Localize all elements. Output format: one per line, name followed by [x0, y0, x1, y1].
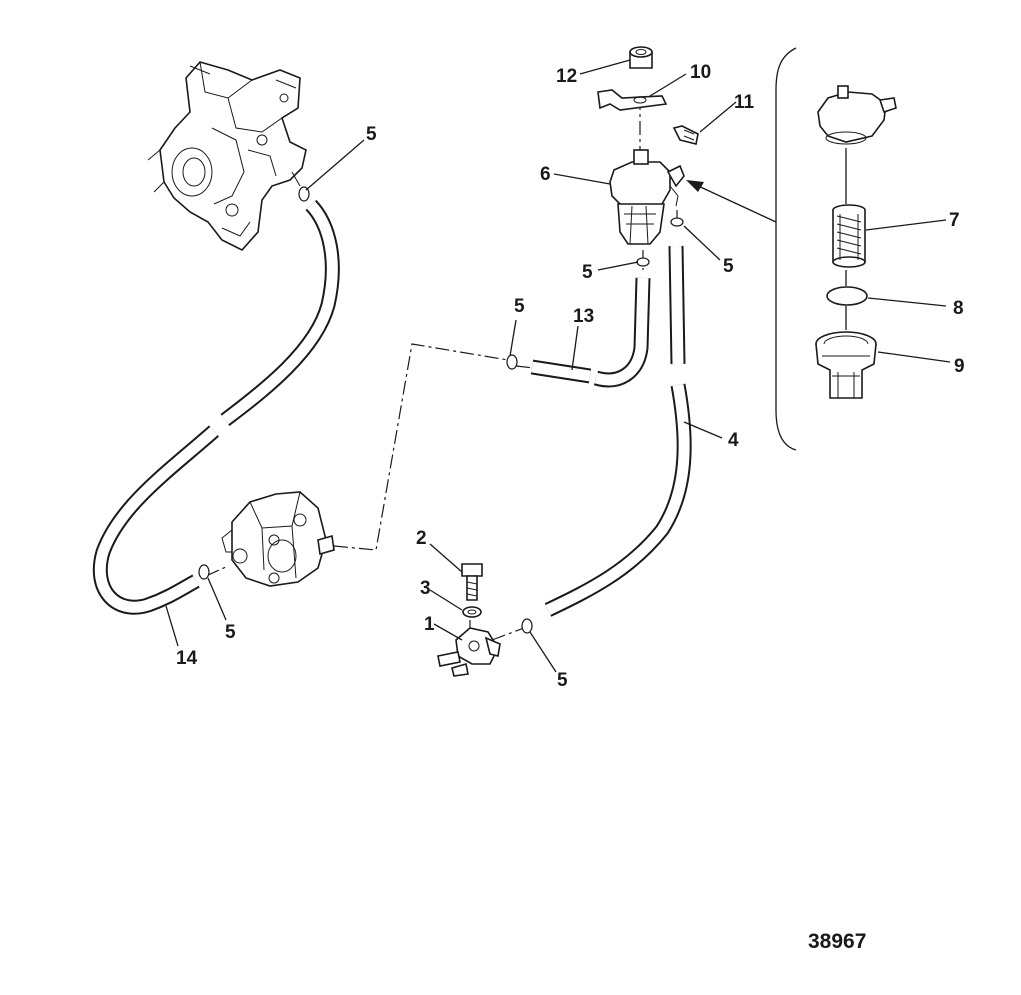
filter-bowl-9 — [815, 331, 877, 399]
screw-2 — [461, 563, 483, 601]
carburetor — [147, 61, 307, 251]
connection-line-hose-to-pump — [205, 565, 229, 577]
callout-12: 12 — [556, 66, 577, 87]
hose-13 — [530, 277, 651, 388]
detail-reference-arrow — [686, 180, 777, 223]
callout-2: 2 — [416, 528, 427, 549]
connection-line-hose-13 — [515, 365, 535, 369]
callout-4: 4 — [728, 430, 739, 451]
callout-9: 9 — [954, 356, 965, 377]
callout-5-pump: 5 — [225, 622, 236, 643]
callout-14: 14 — [176, 648, 198, 669]
grommet-12 — [629, 46, 653, 69]
callout-5-filter-outlet: 5 — [582, 262, 593, 283]
screw-11 — [672, 125, 699, 145]
hose-4 — [544, 245, 692, 617]
filter-detail-bracket — [775, 47, 797, 451]
callout-13: 13 — [573, 306, 594, 327]
hose-clamps — [198, 186, 684, 634]
fuel-filter — [609, 149, 685, 245]
washer-3 — [462, 606, 482, 618]
callout-3: 3 — [420, 578, 431, 599]
callout-10: 10 — [690, 62, 711, 83]
fuel-pump — [221, 491, 335, 587]
filter-cap — [817, 85, 897, 145]
bracket-10 — [597, 89, 668, 111]
figure-number: 38967 — [808, 930, 866, 953]
hose-14 — [92, 199, 340, 615]
callout-5-filter-inlet: 5 — [723, 256, 734, 277]
filter-element-7 — [832, 204, 866, 268]
callout-6: 6 — [540, 164, 551, 185]
callout-5-hose-13: 5 — [514, 296, 525, 317]
o-ring-8 — [826, 286, 868, 306]
callout-5-carburetor: 5 — [366, 124, 377, 145]
callout-7: 7 — [949, 210, 960, 231]
connection-line-pump-to-hose-13 — [333, 343, 509, 551]
leader-lines — [165, 59, 951, 673]
fuel-fitting-1 — [437, 627, 501, 677]
callout-8: 8 — [953, 298, 964, 319]
callout-5-fitting: 5 — [557, 670, 568, 691]
connection-line-fitting-hose — [491, 627, 525, 641]
callout-11: 11 — [734, 92, 755, 113]
callout-1: 1 — [424, 614, 435, 635]
